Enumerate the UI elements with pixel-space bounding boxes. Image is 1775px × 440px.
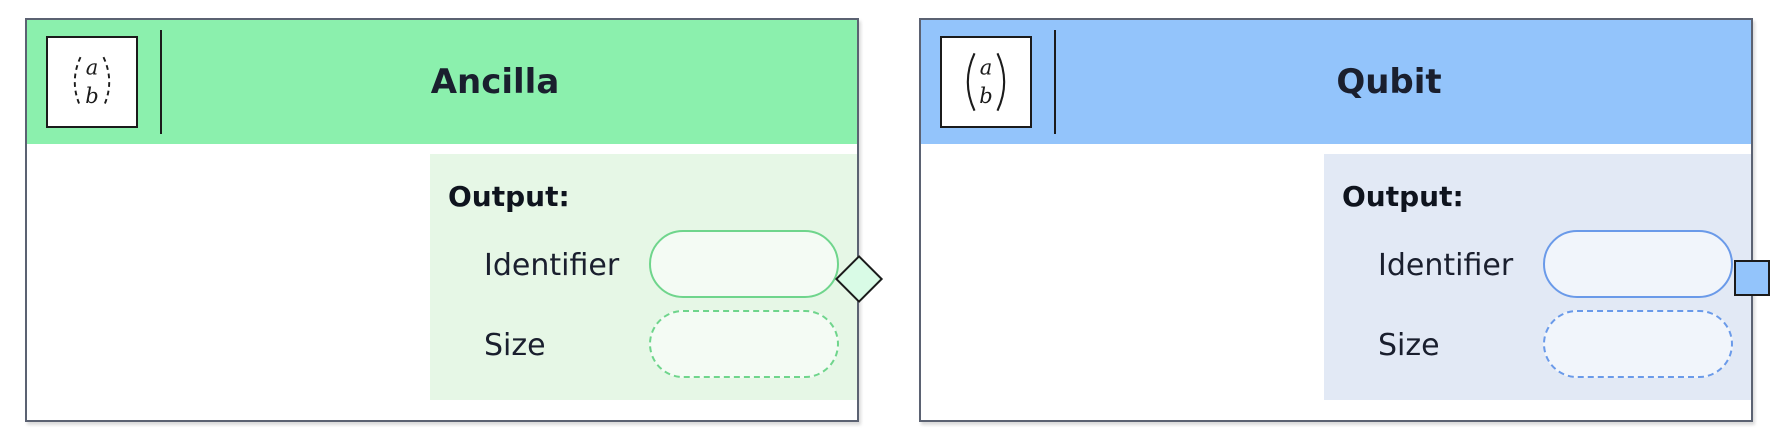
size-label: Size	[1378, 328, 1440, 363]
output-panel: Output: Identifier Size	[430, 154, 857, 400]
identifier-field[interactable]	[1543, 230, 1733, 298]
size-field[interactable]	[649, 310, 839, 378]
icon-symbol-b: b	[979, 83, 992, 108]
dashed-vector-ab-icon: a b	[46, 36, 138, 128]
output-panel: Output: Identifier Size	[1324, 154, 1751, 400]
ancilla-header: a b Ancilla	[27, 20, 857, 144]
vector-ab-icon: a b	[940, 36, 1032, 128]
identifier-field[interactable]	[649, 230, 839, 298]
node-title: Qubit	[1336, 62, 1442, 102]
size-field[interactable]	[1543, 310, 1733, 378]
header-divider	[160, 30, 162, 134]
icon-symbol-b: b	[85, 83, 98, 108]
icon-symbol-a: a	[86, 54, 99, 79]
identifier-label: Identifier	[1378, 248, 1514, 283]
qubit-header: a b Qubit	[921, 20, 1751, 144]
qubit-node[interactable]: a b Qubit Output: Identifier Size	[919, 18, 1770, 422]
output-label: Output:	[1342, 180, 1464, 213]
identifier-label: Identifier	[484, 248, 620, 283]
ancilla-node[interactable]: a b Ancilla Output: Identifier Size	[25, 18, 884, 422]
output-label: Output:	[448, 180, 570, 213]
node-title: Ancilla	[430, 62, 560, 102]
output-port-square[interactable]	[1734, 260, 1770, 296]
header-divider	[1054, 30, 1056, 134]
icon-symbol-a: a	[980, 54, 993, 79]
size-label: Size	[484, 328, 546, 363]
